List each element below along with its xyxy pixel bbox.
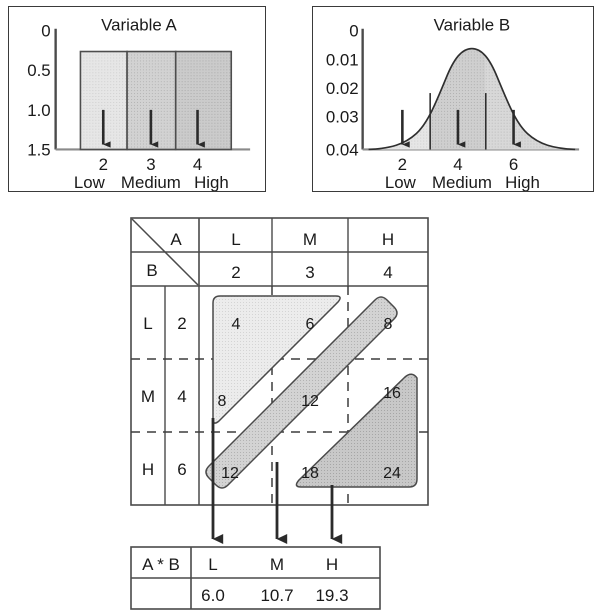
row-value-l: 2 xyxy=(177,314,186,333)
col-header-h: H xyxy=(382,230,394,249)
bell-curve-outline xyxy=(368,47,576,151)
cell-h-h: 24 xyxy=(383,465,401,482)
y-tick-b-1: 0.01 xyxy=(326,50,359,69)
variable-b-svg: Variable B 0 0.01 0.02 0.03 0.04 2 4 6 L… xyxy=(326,16,580,191)
grid-outer-border xyxy=(130,217,429,506)
x-tick-a-1: 3 xyxy=(146,155,155,174)
result-header-h: H xyxy=(326,555,338,574)
row-value-m: 4 xyxy=(177,387,186,406)
corner-label-b: B xyxy=(146,261,157,280)
result-value-m: 10.7 xyxy=(260,586,293,605)
result-value-h: 19.3 xyxy=(315,586,348,605)
result-row-label: A * B xyxy=(142,555,180,574)
y-tick-a-1: 0.5 xyxy=(27,61,50,80)
col-value-h: 4 xyxy=(383,263,392,282)
corner-diagonal xyxy=(131,218,199,286)
row-value-h: 6 xyxy=(177,460,186,479)
y-tick-b-4: 0.04 xyxy=(326,140,359,159)
col-value-m: 3 xyxy=(305,263,314,282)
col-header-l: L xyxy=(231,230,240,249)
y-tick-a-0: 0 xyxy=(41,22,50,41)
x-tick-b-2: 6 xyxy=(509,155,518,174)
x-tick-a-2: 4 xyxy=(193,155,202,174)
corner-label-a: A xyxy=(170,230,182,249)
col-header-m: M xyxy=(303,230,317,249)
bell-curve-area xyxy=(368,47,576,151)
x-tick-b-0: 2 xyxy=(398,155,407,174)
y-tick-b-3: 0.03 xyxy=(326,108,359,127)
blob-group-high xyxy=(295,373,418,488)
cell-l-l: 4 xyxy=(232,316,241,333)
cell-m-m: 12 xyxy=(301,393,319,410)
y-tick-b-2: 0.02 xyxy=(326,79,359,98)
cell-l-h: 8 xyxy=(384,316,393,333)
row-header-m: M xyxy=(141,387,155,406)
y-tick-b-0: 0 xyxy=(349,22,358,41)
result-header-m: M xyxy=(270,555,284,574)
row-header-l: L xyxy=(143,314,152,333)
blob-group-medium xyxy=(205,296,398,489)
y-tick-a-2: 1.0 xyxy=(27,101,50,120)
cell-l-m: 6 xyxy=(306,316,315,333)
x-cat-a-2: High xyxy=(194,173,229,191)
x-cat-b-1: Medium xyxy=(432,173,492,191)
x-cat-a-1: Medium xyxy=(121,173,181,191)
bar-a-high xyxy=(174,50,233,151)
x-cat-b-2: High xyxy=(505,173,540,191)
chart-panel-variable-a: Variable A 0 0.5 1.0 1.5 2 3 4 Low Mediu… xyxy=(8,6,266,192)
row-header-h: H xyxy=(142,460,154,479)
cell-m-l: 8 xyxy=(218,393,227,410)
cell-h-l: 12 xyxy=(221,465,239,482)
cell-m-h: 16 xyxy=(383,385,401,402)
col-value-l: 2 xyxy=(231,263,240,282)
y-tick-a-3: 1.5 xyxy=(27,140,50,159)
chart-panel-variable-b: Variable B 0 0.01 0.02 0.03 0.04 2 4 6 L… xyxy=(312,6,594,192)
fuzzy-grid-svg: A B L M H 2 3 4 L M H 2 4 6 4 xyxy=(130,217,429,610)
result-header-l: L xyxy=(208,555,217,574)
cell-h-m: 18 xyxy=(301,465,319,482)
variable-a-svg: Variable A 0 0.5 1.0 1.5 2 3 4 Low Mediu… xyxy=(27,16,251,191)
chart-title-b: Variable B xyxy=(434,16,511,35)
result-value-l: 6.0 xyxy=(201,586,225,605)
x-cat-a-0: Low xyxy=(74,173,106,191)
fuzzy-grid-section: A B L M H 2 3 4 L M H 2 4 6 4 xyxy=(0,200,600,616)
x-cat-b-0: Low xyxy=(385,173,417,191)
x-tick-b-1: 4 xyxy=(453,155,462,174)
chart-title-a: Variable A xyxy=(101,16,177,35)
x-tick-a-0: 2 xyxy=(99,155,108,174)
